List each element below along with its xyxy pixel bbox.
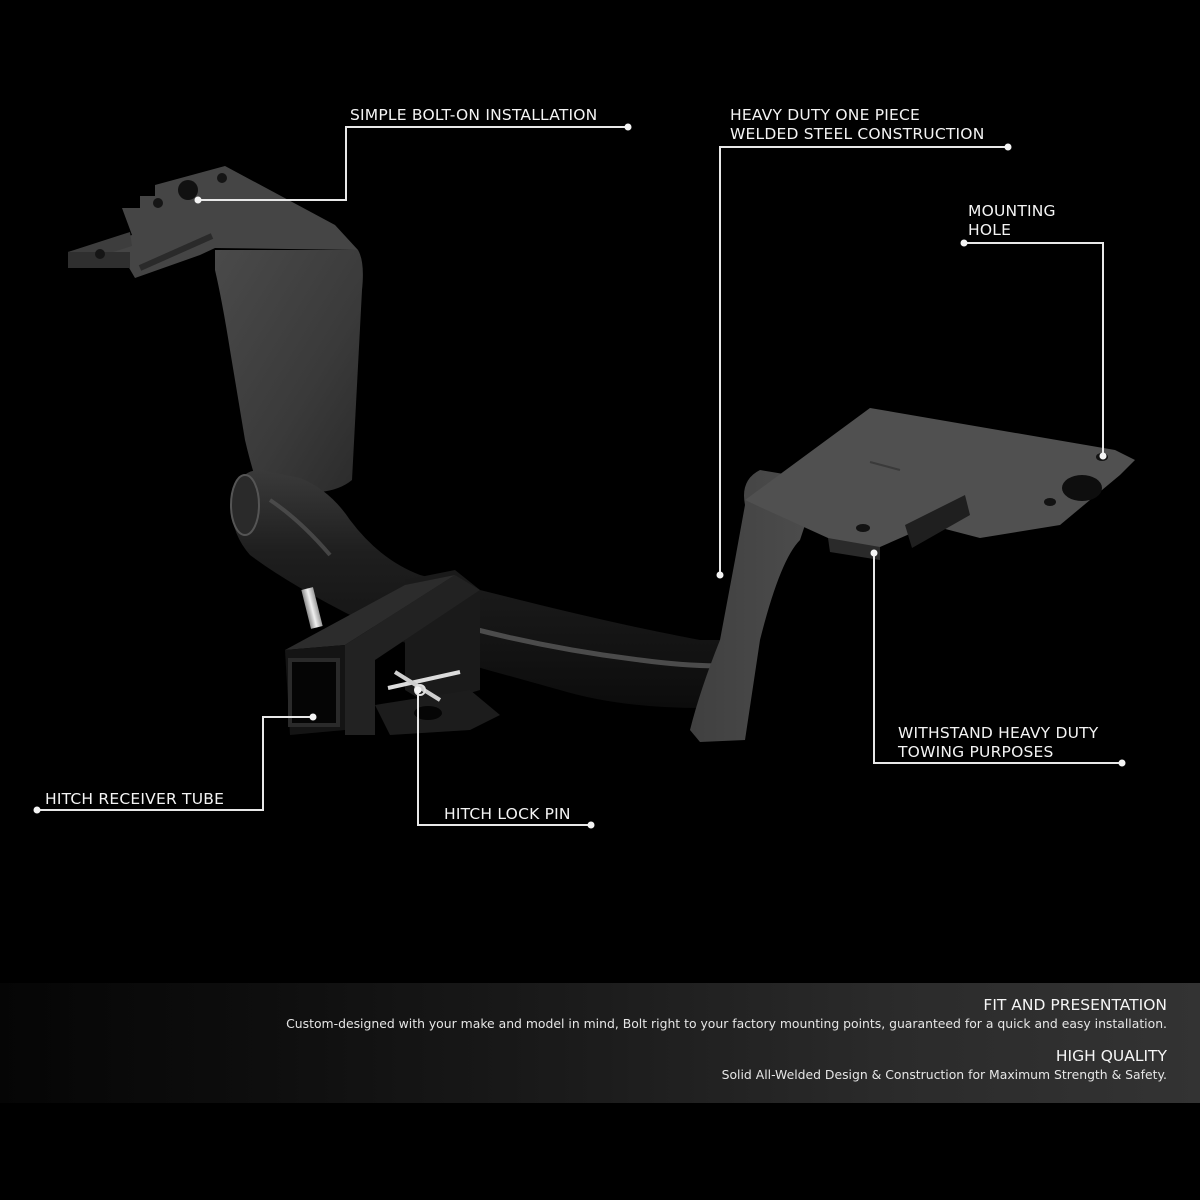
trailer-hitch-icon <box>68 166 1135 742</box>
banner-section-high-quality: HIGH QUALITY Solid All-Welded Design & C… <box>722 1046 1167 1084</box>
callout-withstand-heavy-duty-towing: WITHSTAND HEAVY DUTY TOWING PURPOSES <box>898 724 1098 762</box>
callout-hitch-receiver-tube: HITCH RECEIVER TUBE <box>45 790 224 809</box>
callout-simple-bolt-on-installation: SIMPLE BOLT-ON INSTALLATION <box>350 106 597 125</box>
callout-text: WITHSTAND HEAVY DUTY <box>898 724 1099 742</box>
banner-section-title: FIT AND PRESENTATION <box>983 996 1167 1014</box>
feature-banner: FIT AND PRESENTATION Custom-designed wit… <box>0 983 1200 1103</box>
banner-section-title: HIGH QUALITY <box>1055 1047 1167 1065</box>
banner-section-text: Custom-designed with your make and model… <box>286 1016 1167 1031</box>
callout-text: WELDED STEEL CONSTRUCTION <box>730 125 985 143</box>
callout-text: HITCH RECEIVER TUBE <box>45 790 225 808</box>
callout-hitch-lock-pin: HITCH LOCK PIN <box>444 805 571 824</box>
callout-text: HOLE <box>968 221 1012 239</box>
callout-heavy-duty-construction: HEAVY DUTY ONE PIECE WELDED STEEL CONSTR… <box>730 106 985 144</box>
callout-mounting-hole: MOUNTING HOLE <box>968 202 1056 240</box>
callout-text: HEAVY DUTY ONE PIECE <box>730 106 921 124</box>
callout-text: HITCH LOCK PIN <box>444 805 571 823</box>
callout-text: TOWING PURPOSES <box>898 743 1054 761</box>
banner-section-fit-and-presentation: FIT AND PRESENTATION Custom-designed wit… <box>286 995 1167 1033</box>
callout-text: MOUNTING <box>968 202 1056 220</box>
callout-text: SIMPLE BOLT-ON INSTALLATION <box>350 106 598 124</box>
banner-section-text: Solid All-Welded Design & Construction f… <box>721 1067 1167 1082</box>
